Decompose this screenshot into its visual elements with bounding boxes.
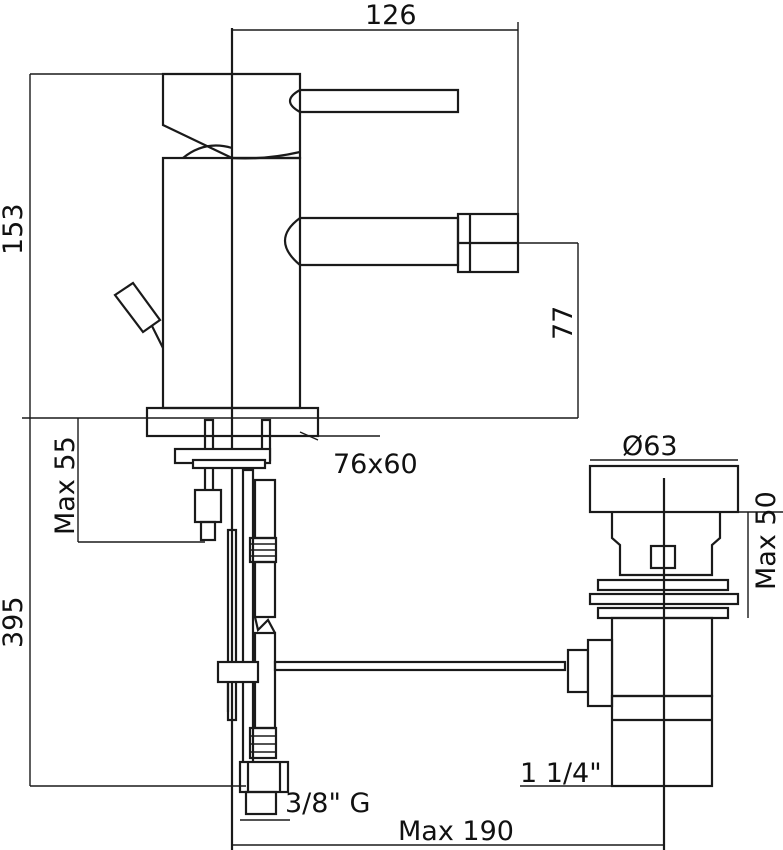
faucet-body <box>113 28 520 850</box>
dim-thread-1-1-4: 1 1/4" <box>520 758 602 789</box>
dim-395: 395 <box>0 596 29 648</box>
dim-thread-3-8-g: 3/8" G <box>285 788 370 819</box>
dim-126: 126 <box>365 0 417 31</box>
mounting-fittings <box>173 418 567 816</box>
dim-max-55: Max 55 <box>50 436 81 535</box>
dim-77: 77 <box>548 306 579 340</box>
dim-153: 153 <box>0 203 29 255</box>
dimension-lines <box>22 22 783 846</box>
dim-max-50: Max 50 <box>751 491 782 590</box>
dim-drain-diameter: Ø63 <box>622 431 678 462</box>
dim-max-190: Max 190 <box>398 816 514 847</box>
dim-76x60: 76x60 <box>333 449 418 480</box>
popup-waste <box>566 464 740 850</box>
